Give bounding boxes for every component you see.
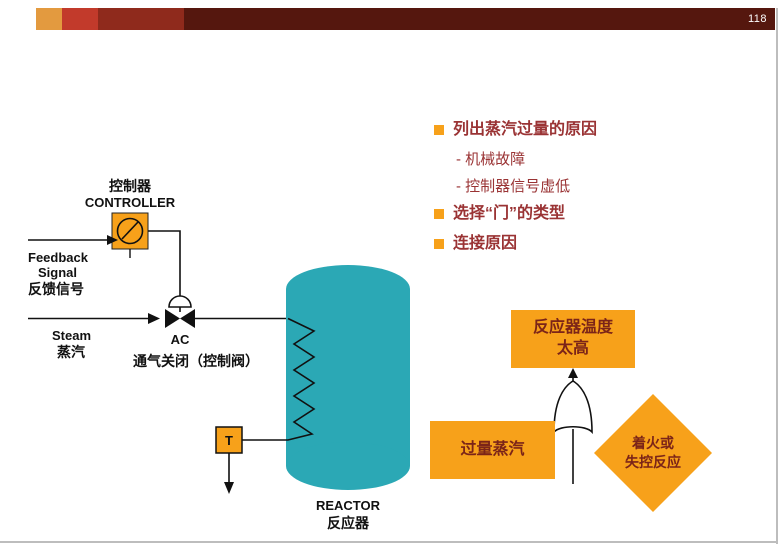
feedback-label-en1: Feedback [28, 250, 89, 265]
bullet-square-icon [434, 239, 444, 249]
list-item: - 控制器信号虚低 [456, 177, 764, 204]
feedback-label-en2: Signal [38, 265, 77, 280]
bar-segment-maroon: 118 [184, 8, 775, 30]
heating-coil [242, 317, 316, 441]
slide-right-edge [776, 8, 778, 544]
bullet-text: 连接原因 [453, 235, 518, 252]
bullet-text: - 控制器信号虚低 [456, 178, 571, 195]
feedback-label-cn: 反馈信号 [28, 281, 84, 297]
valve-tag-label: AC [171, 332, 190, 347]
list-item: 连接原因 [434, 234, 764, 264]
controller-label-en: CONTROLLER [85, 195, 176, 210]
top-event-line2: 太高 [556, 340, 589, 357]
valve-description-label: 通气关闭（控制阀） [133, 353, 259, 369]
controller-needle-icon [121, 221, 139, 240]
valve-body-left-icon [165, 309, 180, 328]
bar-segment-orange [36, 8, 62, 30]
or-gate-icon [553, 380, 593, 435]
bar-segment-red [62, 8, 98, 30]
reactor-label-cn: 反应器 [327, 515, 370, 531]
reactor-vessel-bottom [286, 442, 410, 490]
list-item: - 机械故障 [456, 150, 764, 177]
bullet-text: 列出蒸汽过量的原因 [453, 121, 598, 138]
slide-bottom-edge [0, 541, 778, 543]
top-event-line1: 反应器温度 [532, 319, 613, 337]
steam-label-cn: 蒸汽 [57, 344, 85, 360]
diamond-event-line1: 着火或 [632, 435, 674, 452]
bullet-square-icon [434, 125, 444, 135]
title-bar: 118 [36, 8, 775, 30]
steam-label-en: Steam [52, 328, 91, 343]
gate-output-arrowhead-icon [568, 368, 578, 378]
feedback-arrowhead-icon [107, 235, 118, 245]
temp-sensor-label: T [225, 433, 233, 448]
left-event-label: 过量蒸汽 [460, 440, 525, 458]
temp-sensor-box [215, 426, 243, 454]
bullet-list: 列出蒸汽过量的原因 - 机械故障 - 控制器信号虚低 选择“门”的类型 连接原因 [434, 120, 764, 264]
list-item: 选择“门”的类型 [434, 204, 764, 234]
diamond-event-line2: 失控反应 [625, 454, 681, 470]
temp-outlet-arrowhead-icon [224, 482, 234, 494]
steam-arrowhead-icon [148, 313, 160, 324]
reactor-label-en: REACTOR [316, 498, 381, 513]
page-number: 118 [747, 13, 767, 25]
controller-dial-icon [116, 217, 144, 245]
valve-actuator-icon [168, 295, 192, 308]
bullet-square-icon [434, 209, 444, 219]
fault-tree-left-event: 过量蒸汽 [430, 421, 555, 479]
list-item: 列出蒸汽过量的原因 [434, 120, 764, 150]
bar-segment-darkred [98, 8, 184, 30]
fault-tree-top-event: 反应器温度 太高 [511, 310, 635, 368]
control-signal-line [148, 230, 181, 296]
controller-label-cn: 控制器 [109, 178, 152, 194]
valve-body-right-icon [180, 309, 195, 328]
bullet-text: 选择“门”的类型 [453, 205, 566, 222]
bullet-text: - 机械故障 [456, 151, 526, 168]
